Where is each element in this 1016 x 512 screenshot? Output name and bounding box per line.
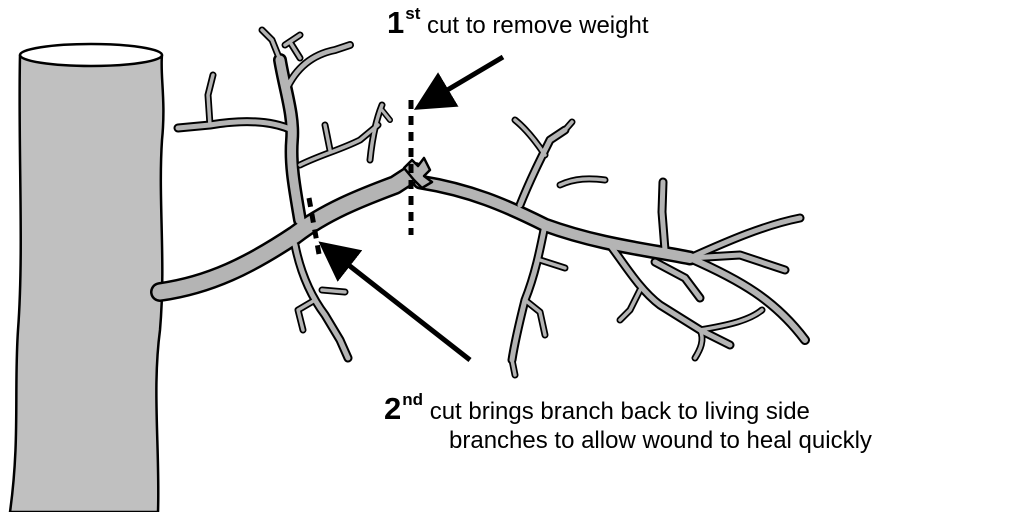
first-cut-ordinal: st — [405, 4, 420, 23]
first-cut-label: 1st cut to remove weight — [387, 4, 648, 41]
second-cut-number: 2 — [384, 391, 401, 426]
trunk-top-ellipse — [20, 44, 162, 66]
second-cut-label: 2nd cut brings branch back to living sid… — [384, 390, 872, 454]
second-cut-text-line2: branches to allow wound to heal quickly — [384, 427, 872, 455]
first-cut-arrow — [444, 57, 503, 92]
second-cut-ordinal: nd — [402, 390, 423, 409]
first-cut-text: cut to remove weight — [427, 12, 648, 39]
second-cut-arrow — [346, 263, 470, 360]
tree-trunk — [10, 44, 163, 512]
second-cut-text-line1: cut brings branch back to living side — [430, 398, 810, 425]
branch-system — [160, 30, 805, 375]
first-cut-number: 1 — [387, 5, 404, 40]
